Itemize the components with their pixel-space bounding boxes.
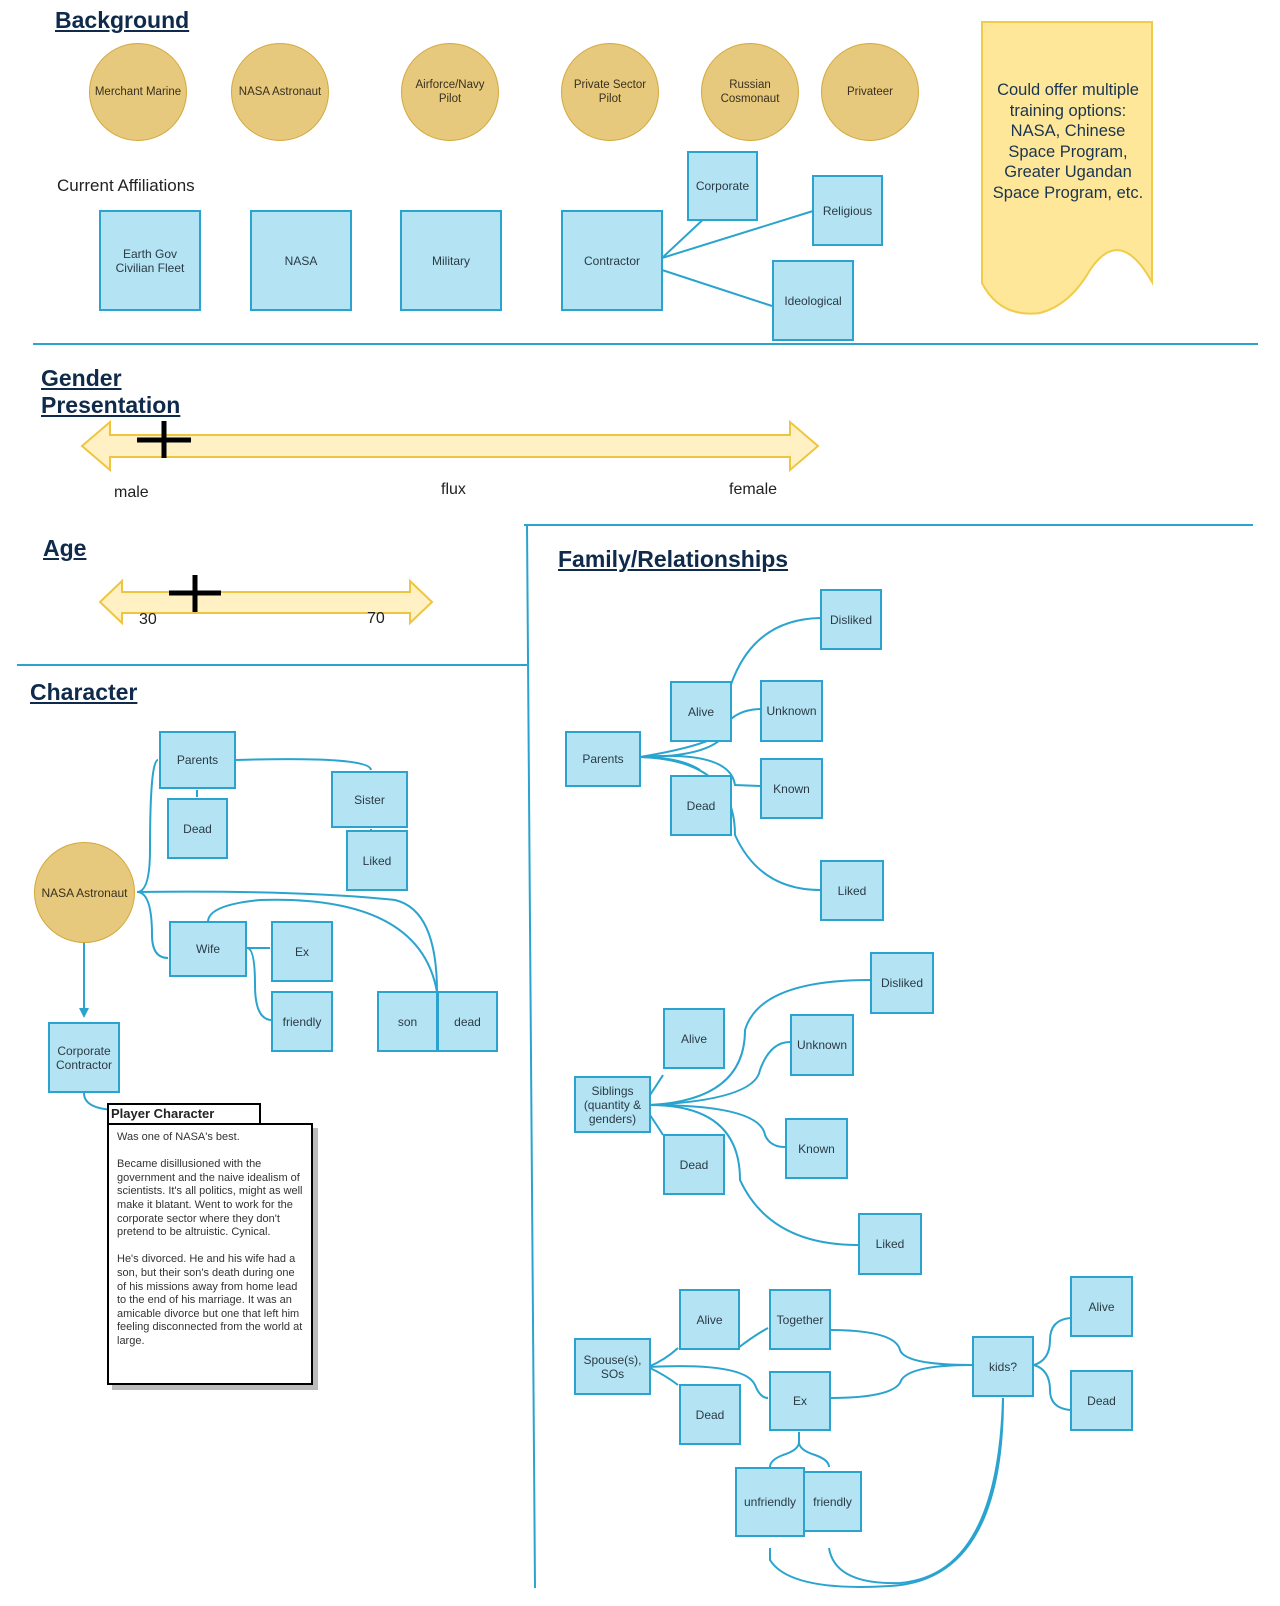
age-heading: Age — [43, 535, 87, 561]
player-character-text: Was one of NASA's best. Became disillusi… — [107, 1123, 313, 1385]
family-kids[interactable]: kids? — [972, 1336, 1034, 1397]
age-scale-arrow — [98, 578, 434, 626]
character-son-dead[interactable]: dead — [437, 991, 498, 1052]
contractor-corporate[interactable]: Corporate — [687, 151, 758, 221]
age-label-min: 30 — [139, 611, 157, 628]
family-kids-alive[interactable]: Alive — [1070, 1276, 1133, 1337]
family-spouse-alive[interactable]: Alive — [679, 1289, 740, 1350]
character-parents-dead[interactable]: Dead — [167, 798, 228, 859]
family-siblings-disliked[interactable]: Disliked — [870, 952, 934, 1014]
family-siblings-dead[interactable]: Dead — [663, 1134, 725, 1195]
player-character-title: Player Character — [107, 1103, 261, 1123]
age-marker — [169, 575, 221, 612]
family-heading: Family/Relationships — [558, 546, 789, 572]
family-spouse-friendly[interactable]: friendly — [803, 1471, 862, 1532]
background-airforce-navy-pilot[interactable]: Airforce/Navy Pilot — [401, 43, 499, 141]
family-siblings-alive[interactable]: Alive — [663, 1008, 725, 1069]
gender-scale-arrow — [80, 419, 820, 473]
character-son[interactable]: son — [377, 991, 438, 1052]
divider-vertical — [526, 524, 536, 1589]
family-parents-unknown[interactable]: Unknown — [760, 680, 823, 742]
contractor-ideological[interactable]: Ideological — [772, 260, 854, 341]
background-privateer[interactable]: Privateer — [821, 43, 919, 141]
background-russian-cosmonaut[interactable]: Russian Cosmonaut — [701, 43, 799, 141]
family-spouse-dead[interactable]: Dead — [679, 1384, 741, 1445]
character-heading: Character — [30, 679, 138, 705]
family-spouse-together[interactable]: Together — [769, 1289, 831, 1350]
gender-heading: Gender Presentation — [41, 365, 181, 418]
family-parents-alive[interactable]: Alive — [670, 681, 732, 742]
family-siblings-liked[interactable]: Liked — [858, 1213, 922, 1275]
family-kids-dead[interactable]: Dead — [1070, 1370, 1133, 1431]
character-wife-ex[interactable]: Ex — [271, 921, 333, 982]
gender-label-female: female — [729, 481, 778, 498]
family-parents-known[interactable]: Known — [760, 758, 823, 819]
character-sister[interactable]: Sister — [331, 771, 408, 828]
gender-label-flux: flux — [441, 481, 466, 498]
affiliation-military[interactable]: Military — [400, 210, 502, 311]
family-spouse-unfriendly[interactable]: unfriendly — [735, 1467, 805, 1537]
character-sister-liked[interactable]: Liked — [346, 830, 408, 891]
family-parents-dead[interactable]: Dead — [670, 775, 732, 836]
family-siblings-known[interactable]: Known — [785, 1118, 848, 1179]
family-spouse[interactable]: Spouse(s), SOs — [574, 1338, 651, 1395]
affiliation-nasa[interactable]: NASA — [250, 210, 352, 311]
training-options-note: Could offer multiple training options: N… — [992, 81, 1144, 202]
background-heading: Background — [55, 7, 190, 33]
age-label-max: 70 — [367, 610, 385, 627]
gender-label-male: male — [114, 484, 149, 501]
current-affiliations-label: Current Affiliations — [57, 176, 195, 195]
family-parents[interactable]: Parents — [565, 731, 641, 787]
background-nasa-astronaut[interactable]: NASA Astronaut — [231, 43, 329, 141]
gender-marker — [137, 421, 191, 458]
character-corporate-contractor[interactable]: Corporate Contractor — [48, 1022, 120, 1093]
family-siblings[interactable]: Siblings (quantity & genders) — [574, 1076, 651, 1133]
contractor-religious[interactable]: Religious — [812, 175, 883, 246]
background-merchant-marine[interactable]: Merchant Marine — [89, 43, 187, 141]
family-spouse-ex[interactable]: Ex — [769, 1371, 831, 1431]
affiliation-earth-gov[interactable]: Earth Gov Civilian Fleet — [99, 210, 201, 311]
character-root-nasa-astronaut[interactable]: NASA Astronaut — [34, 842, 135, 943]
family-parents-liked[interactable]: Liked — [820, 860, 884, 921]
family-siblings-unknown[interactable]: Unknown — [790, 1014, 854, 1076]
character-parents[interactable]: Parents — [159, 731, 236, 789]
family-parents-disliked[interactable]: Disliked — [820, 589, 882, 650]
character-wife[interactable]: Wife — [169, 921, 247, 977]
character-wife-friendly[interactable]: friendly — [271, 991, 333, 1052]
affiliation-contractor[interactable]: Contractor — [561, 210, 663, 311]
note-shape — [981, 21, 1153, 315]
background-private-sector-pilot[interactable]: Private Sector Pilot — [561, 43, 659, 141]
